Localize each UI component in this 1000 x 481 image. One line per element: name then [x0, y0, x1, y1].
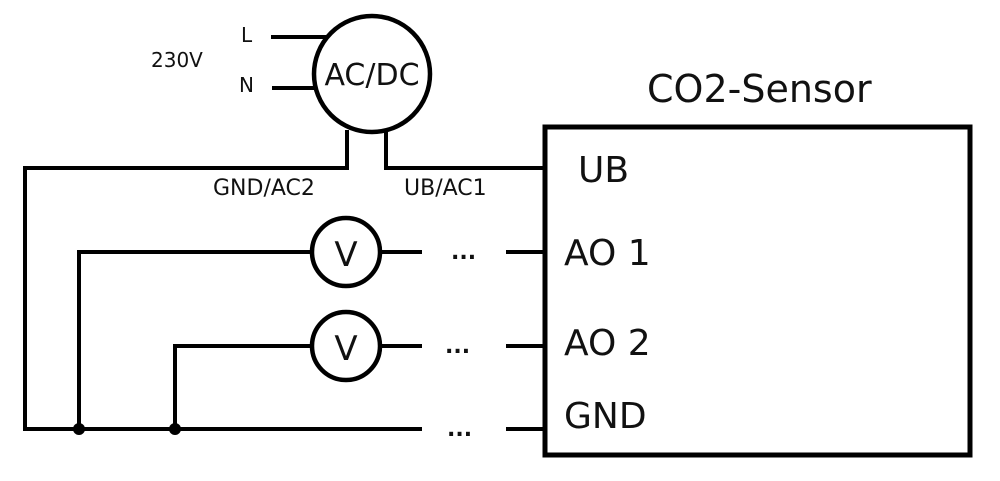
line-label: L [241, 23, 253, 47]
pin-ao2-label: AO 2 [564, 323, 651, 364]
voltmeter-1-label: V [334, 235, 357, 275]
gnd-supply-wire [23, 130, 349, 431]
ub-supply-wire [384, 130, 547, 170]
gnd-ellipsis: ... [447, 417, 472, 442]
voltmeter-2-label: V [334, 329, 357, 369]
v2-ground-wire [173, 344, 313, 431]
v1-ground-wire [77, 250, 313, 431]
sensor-title: CO2-Sensor [647, 67, 872, 111]
ub-ac1-label: UB/AC1 [404, 176, 487, 201]
junction-dot-1 [73, 423, 85, 435]
sensor-box [542, 124, 973, 458]
acdc-label: AC/DC [324, 58, 419, 93]
pin-ub-label: UB [578, 150, 629, 191]
ao1-ellipsis: ... [451, 240, 476, 265]
ao2-ellipsis: ... [445, 334, 470, 359]
acdc-converter-symbol [311, 13, 433, 135]
voltage-label: 230V [151, 48, 203, 72]
gnd-ac2-label: GND/AC2 [213, 176, 315, 201]
pin-ao1-label: AO 1 [564, 233, 651, 274]
junction-dot-2 [169, 423, 181, 435]
pin-gnd-label: GND [564, 396, 647, 437]
neutral-label: N [239, 73, 254, 97]
